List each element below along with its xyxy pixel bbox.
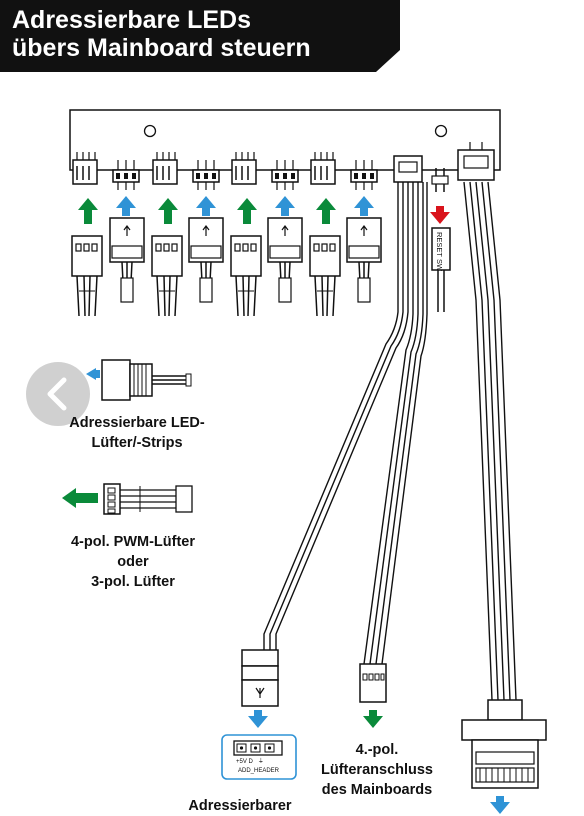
- legend-led-plug: [86, 359, 192, 401]
- blue-arrow-icon: [354, 196, 374, 216]
- fan-connector-label: 4.-pol. Lüfteranschluss des Mainboards: [312, 740, 442, 800]
- fan-plug-3: [230, 235, 262, 317]
- led-plug-4: [346, 217, 382, 303]
- legend-fan-line-2: oder: [117, 554, 149, 570]
- add-header-pins: +5V D ⏚: [236, 758, 264, 765]
- cable-sata: [463, 181, 517, 701]
- back-button[interactable]: [26, 362, 90, 426]
- hub-board: [69, 109, 501, 171]
- title-line-2: übers Mainboard steuern: [12, 34, 311, 62]
- reset-switch-plug: [431, 227, 451, 312]
- title-banner: [0, 0, 400, 72]
- fan-connector-line-1: 4.-pol.: [355, 742, 399, 758]
- mainboard-label-line-1: Adressierbarer: [188, 798, 292, 814]
- add-header-connector: [241, 649, 279, 707]
- fan-plug-2: [151, 235, 183, 317]
- legend-addressable-line-1: Adressierbare LED-: [69, 415, 205, 431]
- cable-to-fan-header: [363, 182, 428, 665]
- input-header: [393, 155, 423, 183]
- legend-fan-line-3: 3-pol. Lüfter: [91, 574, 175, 590]
- legend-addressable-line-2: Lüfter/-Strips: [91, 435, 183, 451]
- red-arrow-icon: [430, 206, 450, 224]
- page-title: Adressierbare LEDs übers Mainboard steue…: [12, 6, 311, 62]
- reset-pins: [431, 168, 449, 192]
- green-arrow-icon: [237, 198, 257, 224]
- sata-power-plug: [461, 699, 547, 789]
- fan-connector-line-3: des Mainboards: [321, 782, 433, 798]
- mount-hole-left: [143, 124, 157, 138]
- green-arrow-icon: [363, 710, 383, 728]
- green-arrow-icon: [158, 198, 178, 224]
- legend-fan-label: 4-pol. PWM-Lüfter oder 3-pol. Lüfter: [48, 532, 218, 592]
- led-plug-1: [109, 217, 145, 303]
- blue-arrow-icon: [116, 196, 136, 216]
- fan-plug-4: [309, 235, 341, 317]
- back-chevron-icon: [47, 377, 67, 411]
- mainboard-fan-connector: [359, 663, 387, 703]
- legend-addressable-label: Adressierbare LED- Lüfter/-Strips: [52, 413, 222, 453]
- fan-plug-1: [71, 235, 103, 317]
- blue-arrow-icon: [248, 710, 268, 728]
- blue-arrow-icon: [275, 196, 295, 216]
- mainboard-label: Adressierbarer: [170, 796, 310, 816]
- fan-connector-line-2: Lüfteranschluss: [321, 762, 433, 778]
- add-header-name: ADD_HEADER: [238, 768, 280, 774]
- legend-fan-line-1: 4-pol. PWM-Lüfter: [70, 534, 196, 550]
- mount-hole-right: [434, 124, 448, 138]
- led-plug-3: [267, 217, 303, 303]
- cable-to-add-header: [263, 182, 409, 650]
- title-line-1: Adressierbare LEDs: [12, 6, 252, 34]
- blue-arrow-icon: [490, 796, 510, 814]
- add-header-socket: [221, 734, 297, 780]
- led-plug-2: [188, 217, 224, 303]
- green-arrow-icon: [316, 198, 336, 224]
- reset-sw-label: RESET SW: [435, 232, 444, 272]
- green-arrow-icon: [78, 198, 98, 224]
- sata-header: [457, 142, 495, 181]
- blue-arrow-icon: [196, 196, 216, 216]
- legend-fan-plug: [62, 483, 193, 515]
